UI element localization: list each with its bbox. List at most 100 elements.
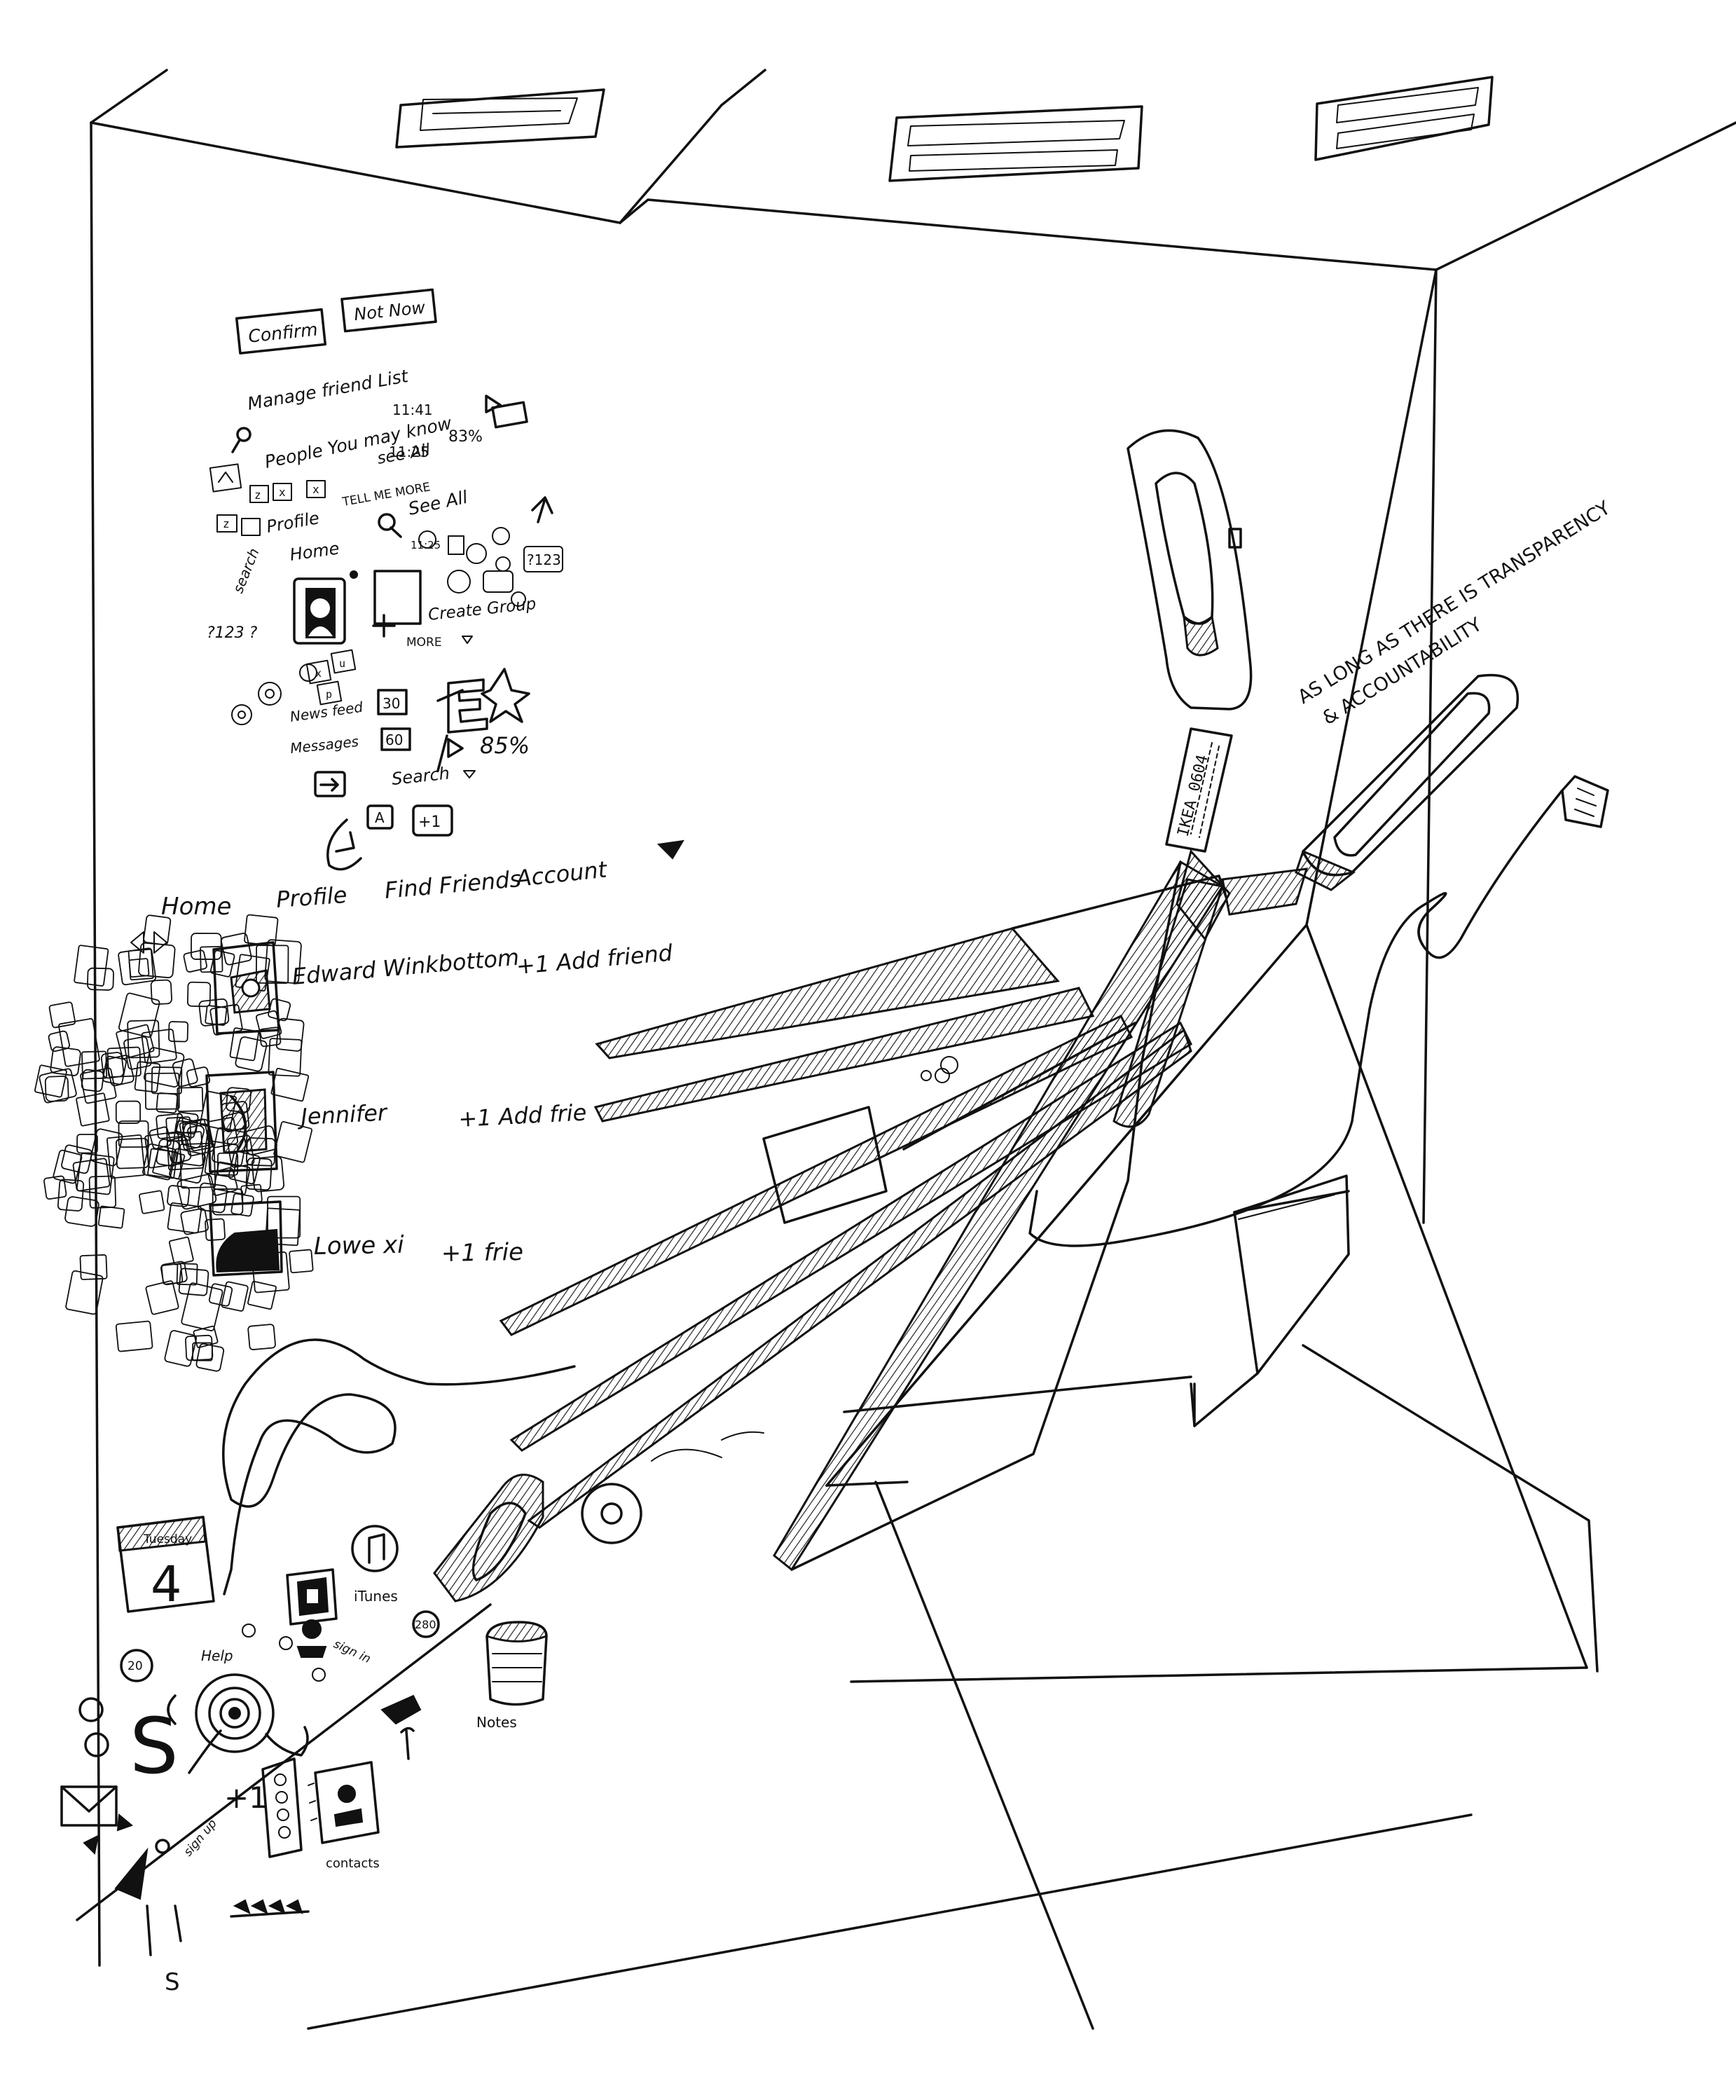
status-row-1: 11:41 People You may know see All 83% 11…: [263, 394, 528, 472]
dot-icon: [155, 1839, 170, 1854]
calendar-icon[interactable]: Tuesday 4: [116, 1516, 215, 1613]
sign-in-icon[interactable]: sign in: [296, 1619, 373, 1666]
scatter-tile: [81, 1050, 108, 1080]
scatter-tile: [76, 1092, 110, 1127]
help-flower-icon[interactable]: [195, 1673, 309, 1757]
profile-link: Profile: [265, 508, 321, 537]
lock-icon: [483, 570, 514, 593]
battery-percent-1: 83%: [448, 428, 483, 446]
scatter-tile: [50, 1046, 81, 1076]
e-star-logo: [447, 668, 530, 734]
search-icon: [378, 513, 396, 531]
key-label: z: [223, 517, 230, 530]
scatter-tile: [145, 1280, 179, 1315]
scatter-tile: [160, 1261, 188, 1286]
itunes-icon[interactable]: iTunes: [351, 1525, 399, 1605]
scatter-tile: [48, 1001, 76, 1029]
nav-home[interactable]: Home: [161, 893, 231, 921]
scatter-tile: [118, 992, 160, 1038]
play-icon: [447, 738, 464, 758]
key-cluster: z x x z: [209, 463, 326, 536]
keycaps-x-p-u: x u p: [305, 649, 357, 706]
question-123: ?123 ?: [207, 624, 258, 642]
glasses-icon: [78, 1697, 109, 1757]
sign-up-label: sign up: [181, 1817, 220, 1860]
triangle-icon: [83, 1834, 99, 1855]
key-label: p: [326, 688, 332, 701]
scatter-tile: [106, 1134, 146, 1179]
curved-arrow-icon: [326, 818, 362, 871]
circle-icon: [495, 556, 511, 572]
share-arrow-icon[interactable]: [380, 1694, 422, 1725]
dot-icon: [279, 1636, 293, 1650]
notes-icon[interactable]: Notes: [476, 1621, 548, 1731]
scatter-tile: [116, 1024, 155, 1059]
not-now-button[interactable]: Not Now: [340, 288, 437, 333]
handle-fragment: [433, 1474, 544, 1603]
scatter-tile: [179, 1118, 209, 1151]
nav-account[interactable]: Account: [514, 856, 609, 892]
scatter-tile: [142, 1143, 177, 1181]
scatter-tile: [247, 1324, 276, 1350]
suggestion-name[interactable]: Lowe xi: [313, 1231, 404, 1261]
suggestion-name[interactable]: Edward Winkbottom: [291, 944, 520, 990]
key-up-arrow-icon: [209, 463, 242, 493]
scatter-tile: [167, 1202, 202, 1234]
scatter-tile: [48, 1030, 70, 1052]
status-time-3: 11:25: [411, 539, 441, 551]
scatter-tile: [156, 1092, 179, 1114]
create-group-label: Create Group: [427, 595, 537, 624]
back-forward-icons[interactable]: [130, 931, 167, 954]
messages-label: Messages: [289, 733, 359, 757]
search-chevron-icon: [463, 770, 476, 778]
scatter-tile: [139, 1190, 165, 1214]
scatter-tile: [208, 1283, 233, 1307]
itunes-label: iTunes: [354, 1588, 398, 1605]
circle-icon: [447, 570, 471, 593]
pin-icon: [400, 1727, 415, 1760]
contacts-icon[interactable]: contacts: [308, 1761, 380, 1871]
scatter-tile: [128, 958, 150, 978]
badge-123-label: ?123: [527, 551, 561, 568]
forward-key-icon: [314, 771, 346, 797]
dart-icon: [114, 1847, 149, 1900]
sign-in-label: sign in: [331, 1637, 373, 1666]
add-friend-button[interactable]: +1 Add frie: [457, 1099, 587, 1132]
news-feed-label: News feed: [289, 699, 364, 725]
add-friend-button[interactable]: +1 frie: [441, 1238, 523, 1268]
triangle-icon: [116, 1813, 133, 1832]
suggestion-row: Jennifer +1 Add frie: [205, 1071, 587, 1173]
friend-request-buttons: Confirm Not Now: [235, 288, 437, 355]
mail-icon[interactable]: [60, 1785, 118, 1827]
key: [306, 480, 326, 498]
notes-label: Notes: [476, 1714, 517, 1731]
search-vertical: search: [229, 546, 262, 596]
barcode-arrows-icon: [230, 1899, 310, 1918]
scatter-tile: [209, 949, 235, 977]
scatter-tile: [64, 1196, 99, 1227]
scatter-tile: [175, 1111, 199, 1134]
pivot-screw-icon: [940, 1056, 958, 1074]
blade-strip: [595, 927, 1060, 1059]
scatter-tile: [80, 1067, 117, 1104]
add-friend-button[interactable]: +1 Add friend: [515, 940, 674, 980]
account-dropdown-icon[interactable]: [656, 839, 684, 860]
scatter-tile: [61, 1144, 93, 1174]
create-group-icon: [372, 570, 422, 638]
nav-profile[interactable]: Profile: [275, 881, 348, 913]
scatter-tile: [115, 1320, 153, 1352]
scatter-tile: [180, 1208, 209, 1235]
suggestion-name[interactable]: Jennifer: [296, 1099, 388, 1131]
scatter-tile: [106, 1055, 135, 1087]
scatter-tile: [178, 1268, 209, 1296]
battery-percent-2: 85%: [480, 732, 530, 759]
ceiling-light-2: [888, 105, 1143, 182]
search-scribble: Search: [391, 763, 450, 789]
scatter-tile: [179, 1142, 216, 1189]
confirm-button[interactable]: Confirm: [235, 308, 327, 355]
nav-find-friends[interactable]: Find Friends: [383, 865, 522, 904]
scatter-tile: [90, 1128, 123, 1167]
scatter-tile: [176, 1263, 198, 1286]
phone-app-icon[interactable]: [286, 1568, 338, 1626]
blade-reflection: [762, 1106, 888, 1224]
